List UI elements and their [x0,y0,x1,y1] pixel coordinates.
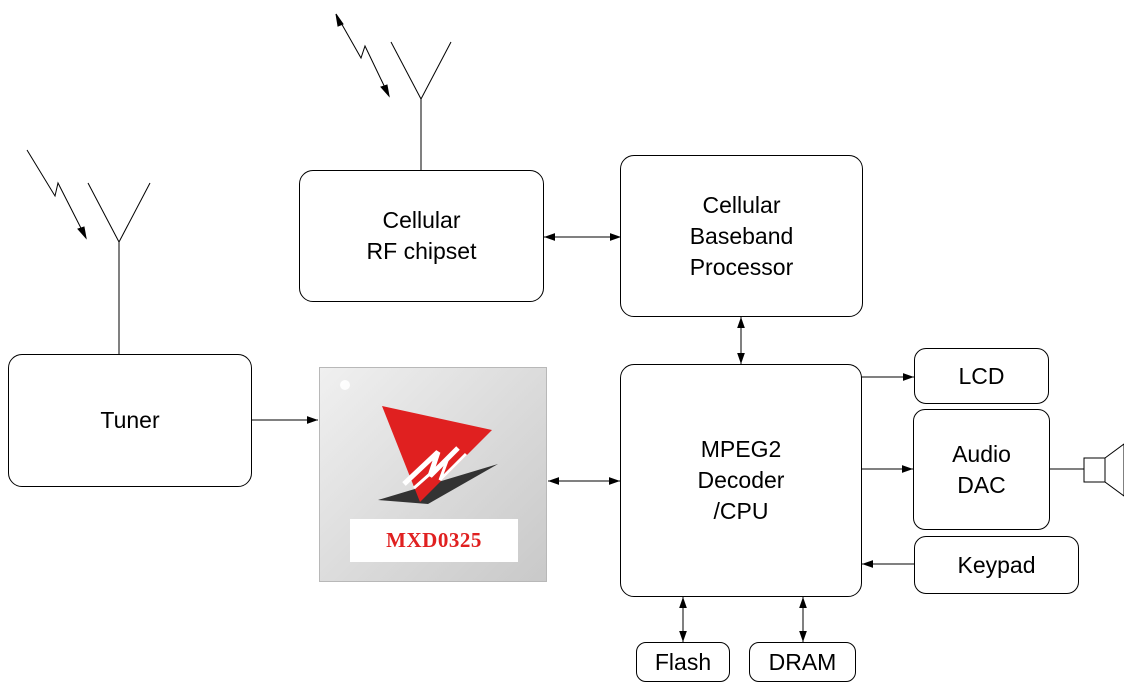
flash-block: Flash [636,642,730,682]
block-label: DAC [957,471,1006,498]
block-label: Decoder [697,467,785,493]
dram-block: DRAM [749,642,856,682]
chip-logo-icon [378,406,498,504]
tuner-block: Tuner [8,354,252,487]
lcd-block: LCD [914,348,1049,404]
cellular-baseband-block: Cellular Baseband Processor [620,155,863,317]
block-label: Tuner [100,407,160,433]
mpeg2-decoder-cpu-block: MPEG2 Decoder /CPU [620,364,862,597]
block-label: Audio [952,440,1011,467]
mxd0325-chip: MXD0325 [319,367,547,582]
block-label: Baseband [689,222,794,249]
chip-label-plate: MXD0325 [350,519,518,562]
block-label: Flash [654,648,712,675]
block-label: LCD [958,362,1005,389]
block-label: MPEG2 [700,436,782,462]
block-label: Cellular [382,207,461,233]
block-label: RF chipset [366,238,477,264]
block-label: Cellular [702,191,781,218]
chip-label: MXD0325 [386,528,482,552]
block-label: Processor [689,253,794,280]
keypad-block: Keypad [914,536,1079,594]
audio-dac-block: Audio DAC [913,409,1050,530]
cellular-antenna-icon [335,13,452,170]
block-label: Keypad [957,551,1036,578]
block-label: DRAM [768,648,837,675]
chip-glare [340,380,350,390]
tuner-antenna-icon [26,149,151,354]
speaker-icon [1083,443,1124,497]
cellular-rf-chipset-block: Cellular RF chipset [299,170,544,302]
block-label: /CPU [713,498,769,524]
